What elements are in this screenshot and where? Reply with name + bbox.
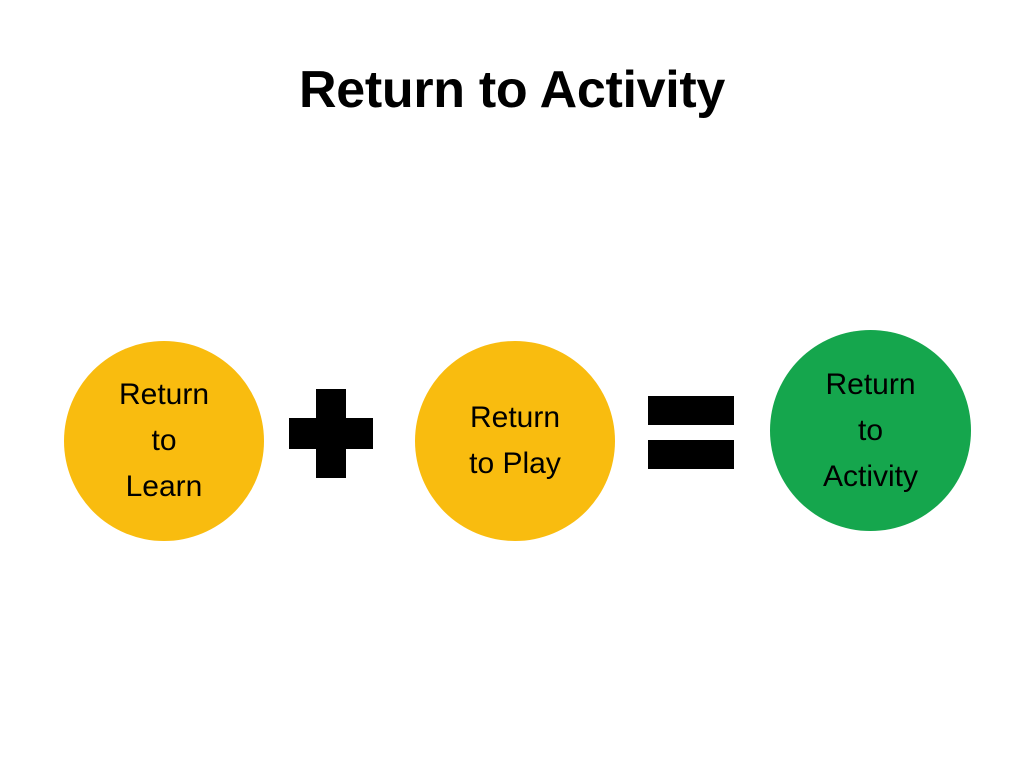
- page-title: Return to Activity: [298, 61, 726, 119]
- equation-diagram: Return to Learn Return to Play Return to…: [0, 300, 1024, 580]
- node-return-to-activity-label: Return to Activity: [822, 367, 918, 493]
- node-return-to-learn: Return to Learn: [64, 341, 264, 541]
- equals-top-bar: [648, 396, 734, 425]
- equals-sign-icon: [648, 396, 734, 469]
- plus-sign-icon: [289, 389, 373, 478]
- node-return-to-learn-label: Return to Learn: [118, 378, 210, 503]
- equals-bottom-bar: [648, 440, 734, 469]
- node-return-to-play-label: Return to Play: [469, 401, 561, 480]
- node-return-to-activity: Return to Activity: [770, 330, 971, 531]
- plus-vertical-bar: [316, 389, 346, 478]
- node-return-to-play: Return to Play: [415, 341, 615, 541]
